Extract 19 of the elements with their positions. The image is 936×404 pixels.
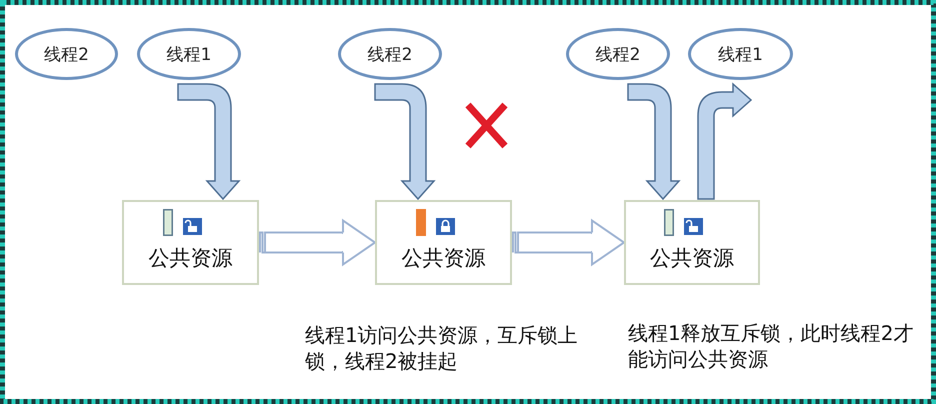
bent-arrow: [374, 83, 435, 200]
bent-arrow: [697, 83, 752, 200]
resource-label: 公共资源: [148, 245, 234, 272]
bent-arrow: [177, 83, 240, 200]
resource-box: [375, 200, 512, 285]
caption: 线程1访问公共资源，互斥锁上锁，线程2被挂起: [305, 322, 579, 374]
resource-box: [624, 200, 760, 285]
thread-ellipse: 线程2: [15, 28, 118, 80]
caption: 线程1释放互斥锁，此时线程2才能访问公共资源: [628, 320, 914, 372]
block-arrow: [512, 220, 625, 266]
thread-ellipse: 线程2: [566, 28, 670, 80]
thread-ellipse: 线程1: [688, 28, 793, 80]
resource-box: [122, 200, 259, 285]
bent-arrow: [627, 83, 680, 200]
resource-label: 公共资源: [649, 245, 735, 272]
thread-ellipse: 线程2: [338, 28, 442, 80]
block-arrow: [259, 220, 376, 266]
resource-label: 公共资源: [400, 245, 486, 272]
thread-ellipse: 线程1: [137, 28, 241, 80]
